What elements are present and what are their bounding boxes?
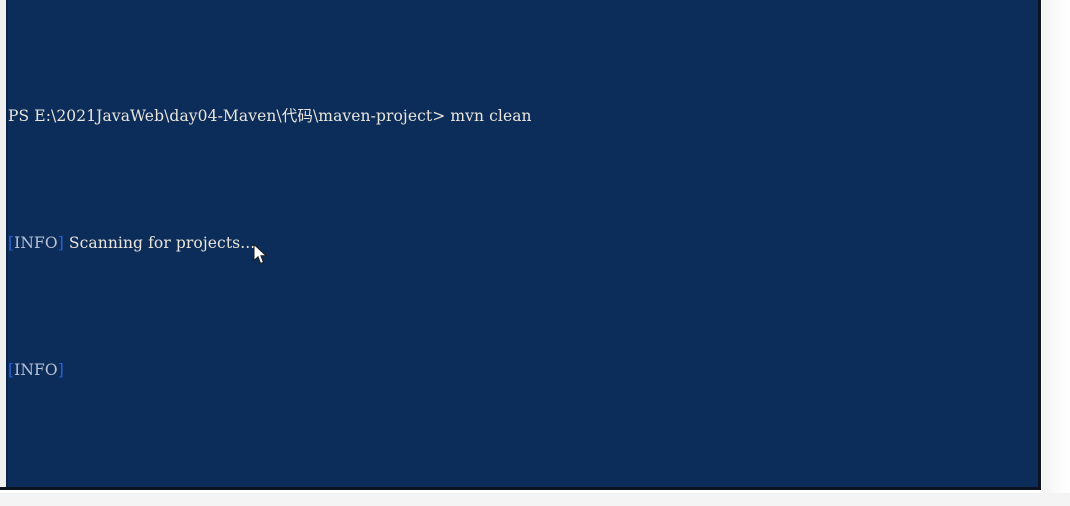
- terminal-line-prompt: PS E:\2021JavaWeb\day04-Maven\代码\maven-p…: [8, 104, 1038, 129]
- info-label-text: INFO: [14, 233, 58, 252]
- prompt-ps-label: PS: [8, 106, 30, 125]
- right-gutter: [1042, 0, 1070, 506]
- info-label-text: INFO: [14, 488, 58, 490]
- terminal-line-info-blank-1: [INFO]: [8, 358, 1038, 383]
- terminal-line-project-header: [INFO] -------------------< com.itheima:…: [8, 485, 1038, 490]
- info-bracket-close: ]: [57, 360, 64, 379]
- bottom-gutter: [0, 493, 1070, 506]
- info-label-text: INFO: [14, 360, 58, 379]
- window-left-border: [6, 0, 8, 487]
- prompt-path: E:\2021JavaWeb\day04-Maven\代码\maven-proj…: [34, 106, 433, 125]
- terminal-line-scanning: [INFO] Scanning for projects...: [8, 233, 256, 252]
- info-bracket-open: [: [8, 233, 15, 252]
- info-bracket-open: [: [8, 360, 15, 379]
- project-coordinate: com.itheima:maven-project: [183, 488, 410, 490]
- prompt-command: mvn clean: [450, 106, 532, 125]
- window-left-edge: [0, 0, 6, 487]
- powershell-terminal-window[interactable]: PS E:\2021JavaWeb\day04-Maven\代码\maven-p…: [0, 0, 1041, 490]
- prompt-chevron: >: [432, 106, 446, 125]
- header-dashes-right: >--------------------: [411, 488, 531, 490]
- info-bracket-close: ]: [58, 488, 64, 490]
- header-dashes-left: -------------------<: [69, 488, 184, 490]
- info-bracket-open: [: [8, 488, 14, 490]
- terminal-screen-buffer[interactable]: PS E:\2021JavaWeb\day04-Maven\代码\maven-p…: [8, 2, 1038, 490]
- info-bracket-close: ]: [57, 233, 64, 252]
